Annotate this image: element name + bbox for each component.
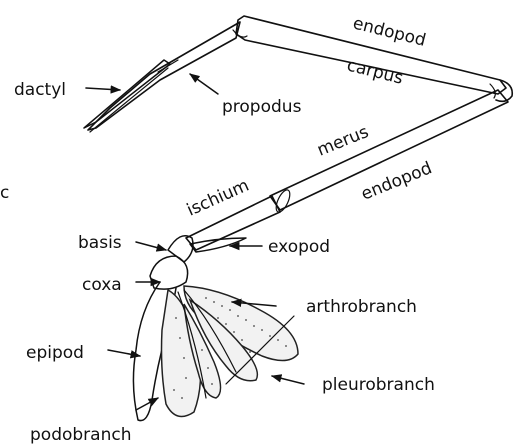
label-basis: basis: [78, 233, 122, 253]
label-coxa: coxa: [82, 275, 122, 295]
label-ischium: ischium: [184, 176, 252, 221]
label-dactyl: dactyl: [14, 80, 66, 100]
label-arthrobranch: arthrobranch: [306, 297, 417, 317]
label-endopod-mid: endopod: [358, 158, 434, 204]
label-carpus: carpus: [345, 55, 405, 88]
appendage-drawing: [84, 16, 512, 421]
label-pleurobranch: pleurobranch: [322, 375, 435, 395]
label-exopod: exopod: [268, 237, 330, 257]
coxa-segment: [150, 256, 188, 289]
propodus-arrow: [190, 74, 218, 94]
dactyl-arrow: [86, 88, 120, 90]
propodus-segment: [88, 22, 240, 130]
pleurobranch-arrow: [272, 376, 304, 384]
label-merus: merus: [314, 122, 371, 161]
basis-arrow: [136, 242, 166, 250]
exopod-segment: [190, 238, 246, 252]
podobranch-arrow: [136, 398, 158, 410]
label-propodus: propodus: [222, 97, 302, 117]
label-podobranch: podobranch: [30, 425, 131, 445]
label-panel-letter: c: [0, 183, 9, 203]
label-epipod: epipod: [26, 343, 84, 363]
